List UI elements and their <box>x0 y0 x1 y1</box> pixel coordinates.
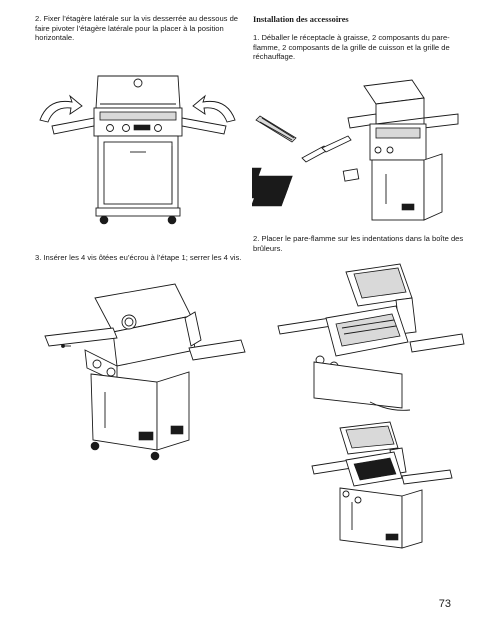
rotate-arrow-right-icon <box>192 94 236 123</box>
rotate-arrow-left-icon <box>39 94 83 123</box>
warming-rack-part <box>255 115 297 143</box>
accessories-grill-figure <box>252 79 459 221</box>
accessories-heading: Installation des accessoires <box>253 15 349 24</box>
grill-assembled-figure <box>311 421 453 549</box>
grill-side-shelves-figure <box>39 75 236 225</box>
grill-screws-figure <box>44 283 246 461</box>
cooking-grate-part <box>252 167 293 207</box>
page-number: 73 <box>438 598 451 610</box>
flame-tamer-placement-figure <box>277 263 465 411</box>
step1-instruction-right: 1. Déballer le réceptacle à graisse, 2 c… <box>253 33 450 62</box>
step2-instruction-left: 2. Fixer l’étagère latérale sur la vis d… <box>35 14 239 43</box>
step3-instruction-left: 3. Insérer les 4 vis ôtées eu’écrou à l’… <box>35 253 242 262</box>
step2-instruction-right: 2. Placer le pare-flamme sur les indenta… <box>253 234 464 253</box>
